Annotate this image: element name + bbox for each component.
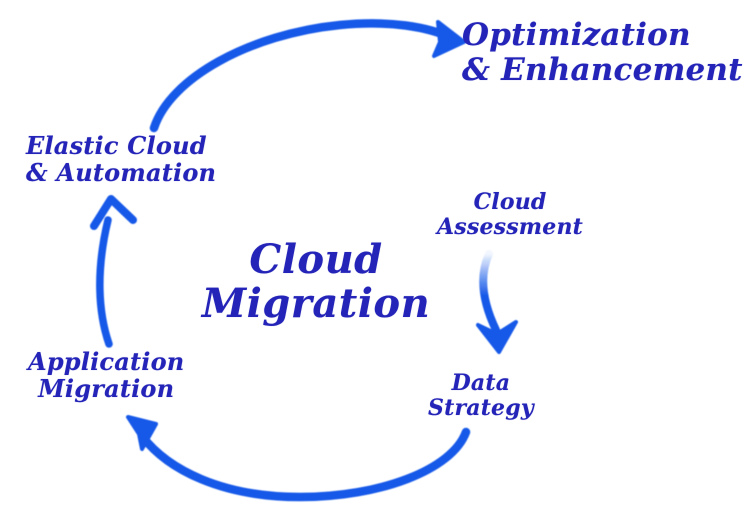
node-data-line1: Data [451, 370, 511, 396]
center-title-line1: Cloud [249, 236, 383, 283]
arrow-elastic-to-optimization [149, 19, 466, 133]
node-application-line2: Migration [38, 373, 175, 403]
node-application-line1: Application [28, 347, 185, 376]
center-title-line2: Migration [201, 280, 431, 327]
node-assessment-line1: Cloud [473, 189, 547, 215]
node-optimization-enhancement[interactable]: Optimization & Enhancement [462, 18, 743, 87]
node-application-migration[interactable]: Application Migration [28, 347, 185, 403]
node-optimization-line2: & Enhancement [462, 51, 743, 88]
arrow-application-to-elastic [90, 195, 137, 348]
node-elastic-cloud-automation[interactable]: Elastic Cloud & Automation [26, 131, 217, 187]
node-elastic-line2: & Automation [26, 157, 217, 187]
node-assessment-line2: Assessment [437, 213, 584, 240]
arrow-assessment-to-data [476, 250, 518, 354]
node-optimization-line1: Optimization [462, 17, 691, 53]
diagram-center-title: Cloud Migration [196, 238, 436, 326]
node-elastic-line1: Elastic Cloud [26, 131, 207, 160]
node-data-line2: Strategy [428, 394, 534, 421]
node-cloud-assessment[interactable]: Cloud Assessment [437, 190, 583, 239]
node-data-strategy[interactable]: Data Strategy [428, 371, 534, 420]
arrow-data-to-application [126, 415, 471, 502]
